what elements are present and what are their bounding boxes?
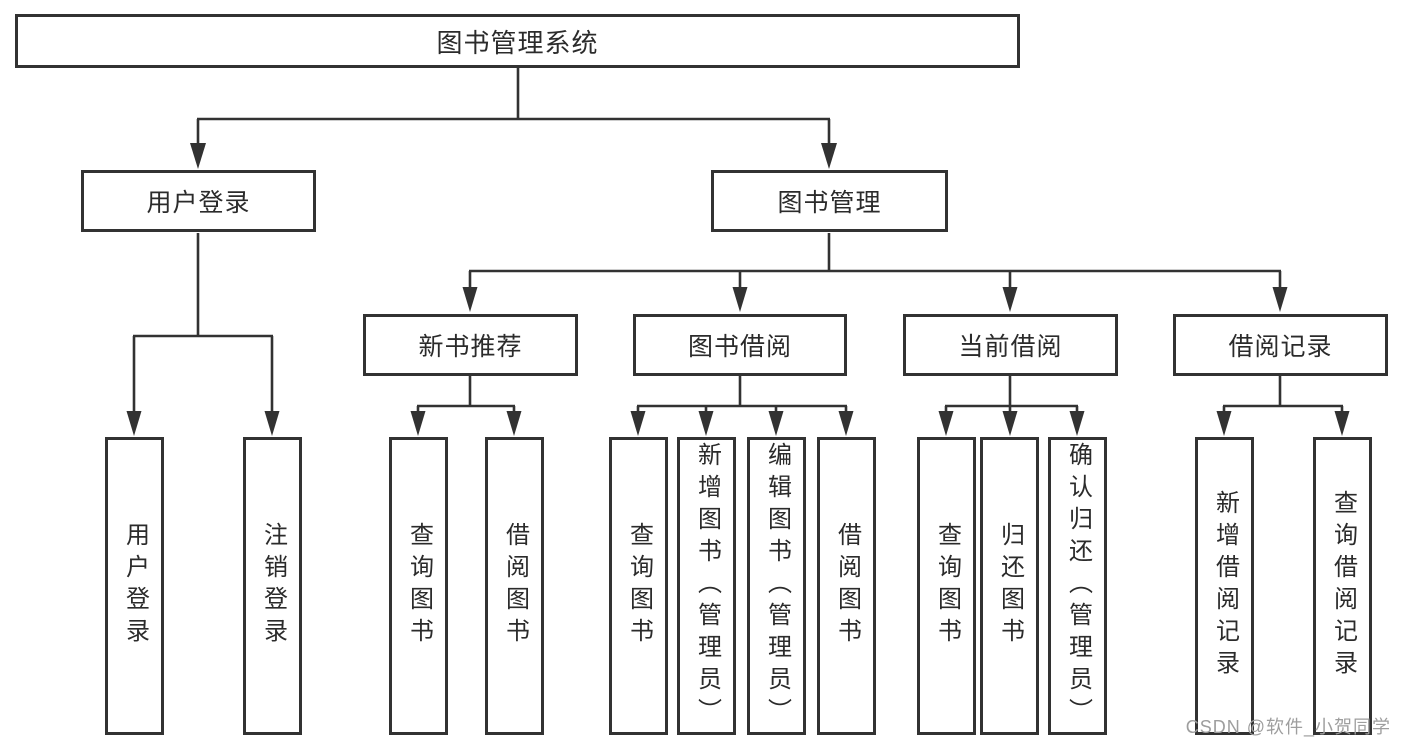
leaf-borrow-books-recommend: 借阅图书 [485,437,544,735]
leaf-borrow-books-recommend-label: 借阅图书 [501,522,529,650]
leaf-query-books-borrow-label: 查询图书 [625,522,653,650]
leaf-query-books-recommend-label: 查询图书 [405,522,433,650]
leaf-edit-books-admin: 编辑图书（管理员） [747,437,806,735]
leaf-confirm-return-admin-label: 确认归还（管理员） [1064,442,1092,730]
node-user-login-label: 用户登录 [146,189,251,217]
node-user-login: 用户登录 [81,170,316,232]
leaf-query-borrow-record-label: 查询借阅记录 [1329,490,1357,682]
leaf-logout-label: 注销登录 [259,522,287,650]
leaf-edit-books-admin-label: 编辑图书（管理员） [763,442,791,730]
leaf-user-login-label: 用户登录 [121,522,149,650]
leaf-query-books-borrow: 查询图书 [609,437,668,735]
node-book-management: 图书管理 [711,170,948,232]
node-borrow-record-label: 借阅记录 [1228,333,1333,361]
leaf-add-books-admin-label: 新增图书（管理员） [693,442,721,730]
node-book-borrow: 图书借阅 [633,314,847,376]
leaf-query-books-current-label: 查询图书 [933,522,961,650]
leaf-query-borrow-record: 查询借阅记录 [1313,437,1372,735]
leaf-return-books: 归还图书 [980,437,1039,735]
node-book-borrow-label: 图书借阅 [687,333,792,361]
node-root-label: 图书管理系统 [436,27,599,58]
leaf-add-books-admin: 新增图书（管理员） [677,437,736,735]
leaf-add-borrow-record-label: 新增借阅记录 [1211,490,1239,682]
node-current-borrow: 当前借阅 [903,314,1118,376]
node-root-system: 图书管理系统 [15,14,1020,68]
node-new-book-recommend-label: 新书推荐 [418,333,523,361]
leaf-add-borrow-record: 新增借阅记录 [1195,437,1254,735]
leaf-borrow-books-label: 借阅图书 [833,522,861,650]
node-current-borrow-label: 当前借阅 [958,333,1063,361]
leaf-borrow-books: 借阅图书 [817,437,876,735]
node-borrow-record: 借阅记录 [1173,314,1388,376]
leaf-return-books-label: 归还图书 [996,522,1024,650]
leaf-user-login: 用户登录 [105,437,164,735]
leaf-query-books-current: 查询图书 [917,437,976,735]
csdn-watermark: CSDN @软件_小贺同学 [1185,717,1391,737]
leaf-logout: 注销登录 [243,437,302,735]
leaf-confirm-return-admin: 确认归还（管理员） [1048,437,1107,735]
node-book-management-label: 图书管理 [777,189,882,217]
node-new-book-recommend: 新书推荐 [363,314,578,376]
leaf-query-books-recommend: 查询图书 [389,437,448,735]
